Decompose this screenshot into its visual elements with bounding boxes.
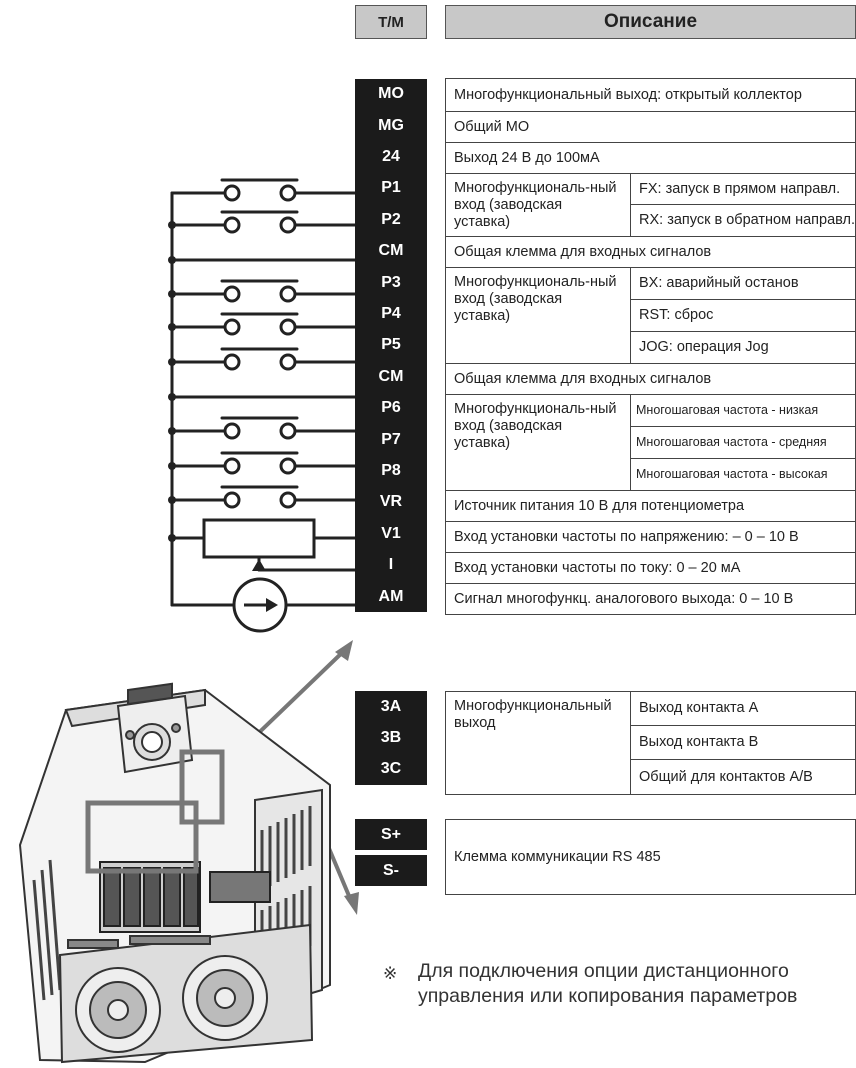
desc-fx: FX: запуск в прямом направл.	[630, 173, 856, 205]
desc-i: Вход установки частоты по току: 0 – 20 м…	[445, 552, 856, 584]
note-text: Для подключения опции дистанционного упр…	[418, 960, 798, 1007]
terminal-p1: P1	[355, 172, 427, 205]
terminal-3b: 3B	[355, 722, 427, 754]
terminal-p5: P5	[355, 329, 427, 362]
terminal-i: I	[355, 549, 427, 581]
header-description: Описание	[445, 5, 856, 39]
note-mark: ※	[383, 964, 398, 984]
rs485-highlight-box	[179, 749, 225, 825]
desc-contact-a: Выход контакта A	[630, 691, 856, 726]
switch-p1	[170, 178, 357, 195]
terminal-cm-1: CM	[355, 235, 427, 267]
desc-multi-input-3: Многофункциональ-ный вход (заводская уст…	[445, 394, 631, 491]
switch-p8	[170, 485, 357, 502]
desc-contact-common: Общий для контактов A/B	[630, 759, 856, 795]
terminal-3a: 3A	[355, 691, 427, 723]
desc-24v: Выход 24 В до 100мА	[445, 142, 856, 174]
desc-rx: RX: запуск в обратном направл.	[630, 204, 856, 237]
terminal-vr: VR	[355, 486, 427, 519]
terminal-s-minus: S-	[355, 855, 427, 887]
desc-rs485: Клемма коммуникации RS 485	[445, 819, 856, 895]
desc-multistep-high: Многошаговая частота - высокая	[630, 458, 856, 491]
desc-multistep-mid: Многошаговая частота - средняя	[630, 426, 856, 459]
desc-mg: Общий MO	[445, 111, 856, 143]
io-terminal-highlight-box	[85, 800, 199, 874]
terminal-mo: MO	[355, 78, 427, 110]
terminal-am: AM	[355, 581, 427, 613]
terminal-v1: V1	[355, 518, 427, 550]
desc-cm-2: Общая клемма для входных сигналов	[445, 363, 856, 395]
desc-cm-1: Общая клемма для входных сигналов	[445, 236, 856, 268]
terminal-p3: P3	[355, 267, 427, 299]
terminal-p7: P7	[355, 424, 427, 456]
terminal-3c: 3C	[355, 753, 427, 786]
desc-multistep-low: Многошаговая частота - низкая	[630, 394, 856, 427]
desc-bx: BX: аварийный останов	[630, 267, 856, 300]
switch-p6	[170, 416, 357, 433]
terminal-mg: MG	[355, 110, 427, 142]
terminal-cm-2: CM	[355, 361, 427, 393]
desc-contact-b: Выход контакта B	[630, 725, 856, 760]
switch-p7	[170, 451, 357, 468]
switch-p2	[170, 210, 357, 227]
header-tm: T/M	[355, 5, 427, 39]
switch-p4	[170, 312, 357, 329]
current-source	[232, 577, 288, 633]
terminal-p6: P6	[355, 392, 427, 424]
terminal-24: 24	[355, 141, 427, 173]
terminal-p2: P2	[355, 204, 427, 236]
desc-jog: JOG: операция Jog	[630, 331, 856, 364]
desc-multi-input-2: Многофункциональ-ный вход (заводская уст…	[445, 267, 631, 364]
desc-multi-input-1: Многофункциональ-ный вход (заводская уст…	[445, 173, 631, 237]
terminal-p8: P8	[355, 455, 427, 487]
desc-rst: RST: сброс	[630, 299, 856, 332]
potentiometer	[202, 518, 316, 559]
desc-mo: Многофункциональный выход: открытый колл…	[445, 78, 856, 112]
desc-am: Сигнал многофункц. аналогового выхода: 0…	[445, 583, 856, 615]
desc-multi-output: Многофункциональный выход	[445, 691, 631, 795]
desc-v1: Вход установки частоты по напряжению: – …	[445, 521, 856, 553]
terminal-s-plus: S+	[355, 819, 427, 851]
switch-p5	[170, 347, 357, 364]
terminal-p4: P4	[355, 298, 427, 330]
switch-p3	[170, 279, 357, 296]
desc-vr: Источник питания 10 В для потенциометра	[445, 490, 856, 522]
